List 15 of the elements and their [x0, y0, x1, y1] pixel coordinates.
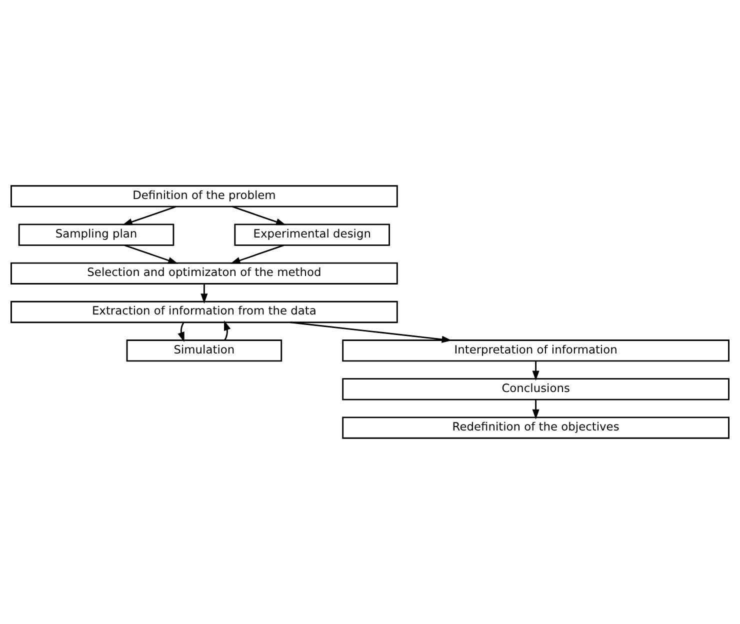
node-box: Experimental design [234, 224, 390, 246]
arrow [532, 400, 540, 420]
node-box: Simulation [126, 340, 282, 362]
node-box: Selection and optimizaton of the method [10, 262, 398, 284]
arrow [200, 284, 208, 304]
node-box: Extraction of information from the data [10, 300, 398, 324]
node-box: Sampling plan [18, 224, 174, 246]
node-box: Conclusions [342, 378, 730, 400]
node-box: Redefinition of the objectives [342, 416, 730, 439]
arrow [290, 322, 452, 343]
node-box: Interpretation of information [342, 340, 730, 362]
arrow [178, 322, 184, 342]
node-box: Definition of the problem [10, 185, 398, 208]
arrow [532, 361, 540, 381]
arrow [224, 320, 231, 340]
